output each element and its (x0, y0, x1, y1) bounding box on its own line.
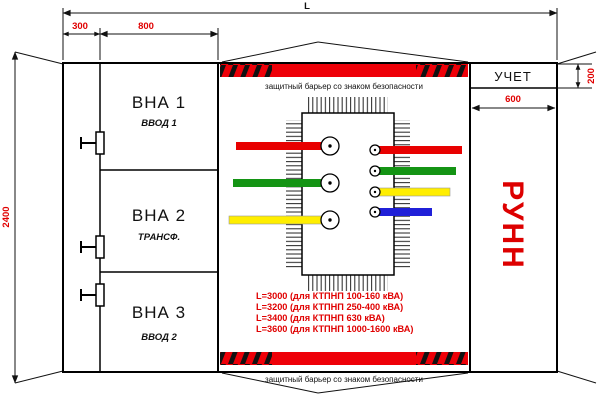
barrier-stripes-left (220, 64, 272, 77)
transformer-fins-bottom (308, 275, 388, 291)
busbar-green-right (375, 167, 456, 175)
dim-200-label: 200 (586, 68, 597, 84)
busbar-yellow-left (228, 215, 331, 225)
busbar-yellow-right (374, 187, 451, 197)
compartment-vna2-title: ВНА 2 (132, 206, 186, 225)
switch-handle-1 (80, 131, 105, 155)
terminal-dots (328, 144, 377, 222)
length-option-2: L=3200 (для КТПНП 250-400 кВА) (256, 302, 403, 312)
lv-panel-label: РУНН (496, 180, 529, 270)
busbar-red-right (375, 146, 462, 154)
transformer-fins-left (286, 120, 302, 268)
compartment-vna1-title: ВНА 1 (132, 93, 186, 112)
roof-line-left (221, 41, 319, 63)
transformer-fins-top (308, 97, 388, 113)
barrier-stripes-left (220, 352, 272, 365)
dim-300-label: 300 (72, 21, 88, 32)
barrier-stripes-right (416, 64, 468, 77)
dim-L-label: L (304, 1, 310, 12)
busbar-green-left (233, 179, 330, 187)
barrier-stripes-right (416, 352, 468, 365)
roof-line-right (317, 41, 469, 63)
perspective-line-bottom-left (14, 370, 64, 384)
dim-800-label: 800 (138, 21, 154, 32)
perspective-line-top-left (14, 51, 64, 65)
metering-label: УЧЕТ (494, 69, 532, 84)
dim-2400-label: 2400 (1, 206, 12, 227)
compartment-vna1-subtitle: ВВОД 1 (141, 118, 177, 129)
perspective-line-bottom-right (556, 370, 597, 384)
switch-handle-3 (80, 283, 105, 307)
floor-line-left (221, 372, 319, 394)
dim-600-label: 600 (505, 94, 521, 105)
switch-handle-2 (80, 235, 105, 259)
length-option-1: L=3000 (для КТПНП 100-160 кВА) (256, 291, 403, 301)
barrier-caption-top: защитный барьер со знаком безопасности (265, 82, 423, 91)
barrier-bar-top (220, 64, 468, 77)
length-option-3: L=3400 (для КТПНП 630 кВА) (256, 313, 385, 323)
barrier-caption-bottom: защитный барьер со знаком безопасности (265, 375, 423, 384)
length-option-4: L=3600 (для КТПНП 1000-1600 кВА) (256, 324, 413, 334)
compartment-vna3-title: ВНА 3 (132, 303, 186, 322)
barrier-bar-bottom (220, 352, 468, 365)
busbar-red-left (236, 142, 330, 150)
compartment-vna3-subtitle: ВВОД 2 (141, 332, 177, 343)
floor-line-right (317, 372, 469, 394)
perspective-line-top-right (556, 51, 597, 65)
busbar-blue-right (375, 208, 432, 216)
compartment-vna2-subtitle: ТРАНСФ. (138, 232, 180, 243)
